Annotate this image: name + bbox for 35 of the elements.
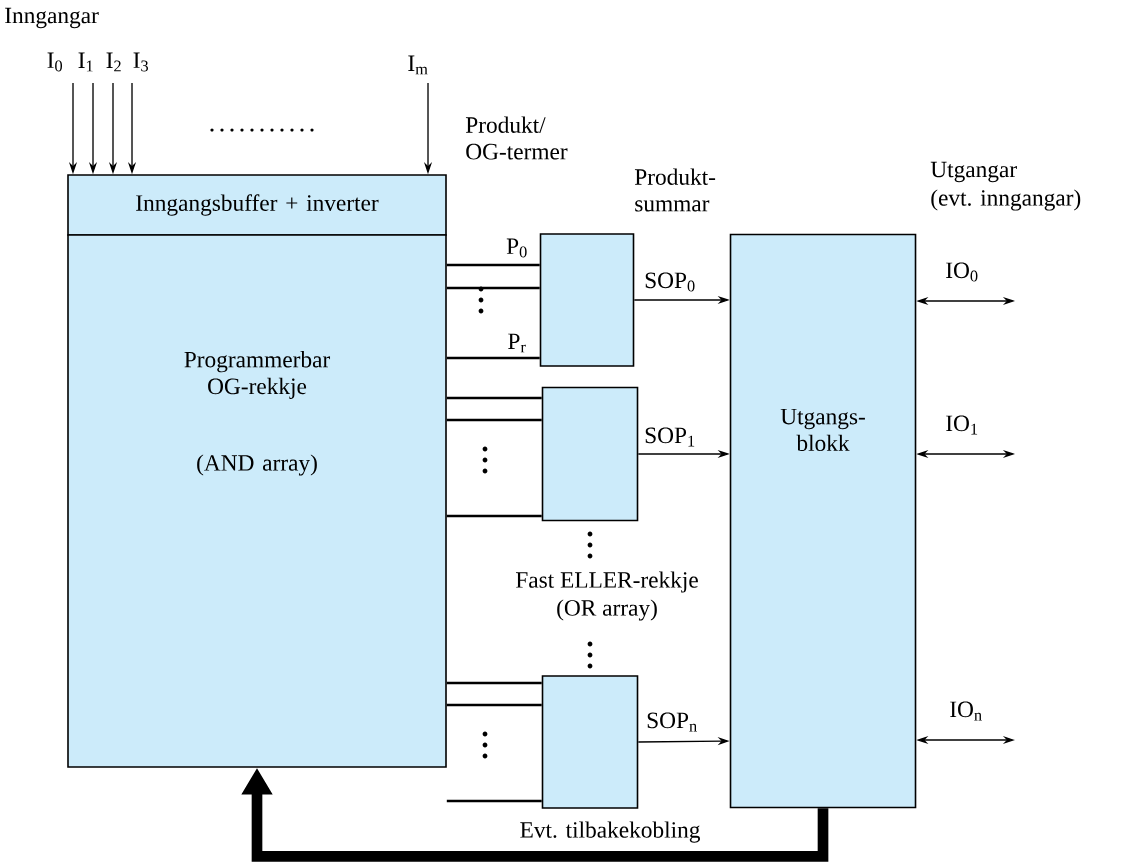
edge-label: I$_{3}$ <box>133 52 148 72</box>
block: Utgangs- blokk <box>729 233 917 809</box>
edge-label: IO$_{1}$ <box>946 415 978 435</box>
label: Produkt- summar <box>634 168 716 212</box>
product-line <box>446 356 540 360</box>
edge-label: I$_{m}$ <box>408 55 428 75</box>
block: Inngangsbuffer + inverter <box>67 174 447 236</box>
label: Produkt/ OG-termer <box>465 116 568 160</box>
label: Utgangar <box>930 161 1017 183</box>
edge-label: SOP$_{0}$ <box>645 272 695 292</box>
product-line <box>446 514 542 518</box>
product-line <box>446 263 540 267</box>
product-line <box>446 286 540 290</box>
product-line <box>446 799 542 803</box>
edge-label: P$_{r}$ <box>508 333 526 353</box>
edge-label: IO$_{0}$ <box>946 262 978 282</box>
label: Inngangar <box>5 7 99 29</box>
edge-label: I$_{2}$ <box>106 52 121 72</box>
edge-label: I$_{0}$ <box>47 52 62 72</box>
product-line <box>446 703 542 707</box>
label: (OR array) <box>557 599 657 621</box>
product-line <box>446 396 542 400</box>
product-line <box>446 681 542 685</box>
edge-label: I$_{1}$ <box>78 52 93 72</box>
or-gate-box <box>541 675 639 809</box>
edge-label: SOP$_{n}$ <box>647 712 697 732</box>
product-line <box>446 418 542 422</box>
or-gate-box <box>539 233 635 367</box>
edge-label: Evt. tilbakekobling <box>520 821 700 843</box>
label: (evt. inngangar) <box>931 189 1081 211</box>
edge-label: P$_{0}$ <box>506 238 527 258</box>
edge-label: SOP$_{1}$ <box>645 427 695 447</box>
or-gate-box <box>541 386 639 522</box>
edge-label: IO$_{n}$ <box>950 701 982 721</box>
label: Fast ELLER-rekkje <box>516 571 698 593</box>
